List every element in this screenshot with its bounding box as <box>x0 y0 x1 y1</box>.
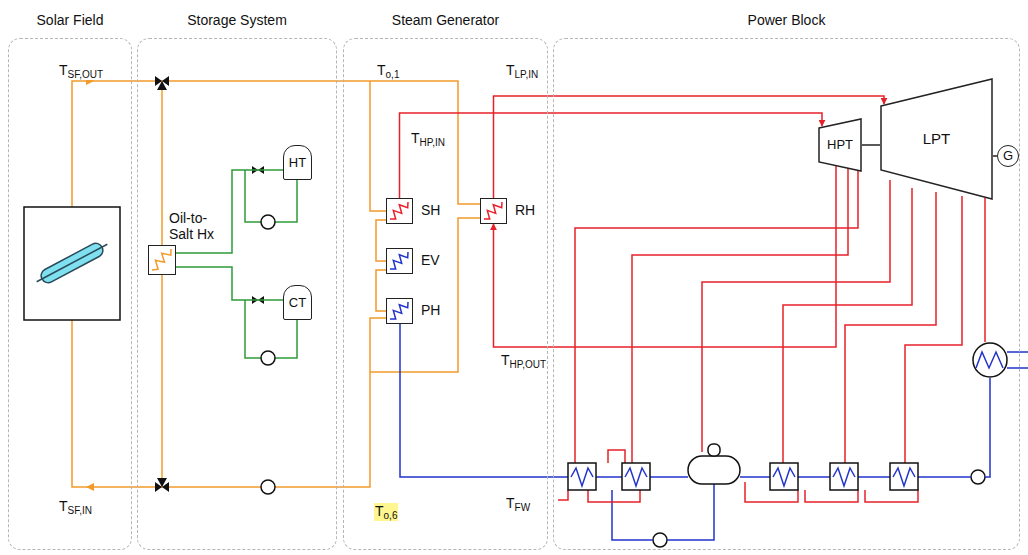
coil-symbol <box>481 199 505 222</box>
subscript: HP,OUT <box>510 359 547 370</box>
storage-tank: HT <box>283 145 312 180</box>
exchanger-label: PH <box>421 302 440 318</box>
pipe-connector <box>494 165 837 347</box>
section-band: Storage SystemOil-to-Salt Hx HT CT <box>137 8 337 550</box>
generator-circle: G <box>997 145 1019 167</box>
section-band: Power BlockHPT LPT G <box>553 8 1020 550</box>
coil-symbol <box>387 199 411 222</box>
subscript: SF,OUT <box>68 69 104 80</box>
subscript: LP,IN <box>515 69 539 80</box>
temperature-label: TFW <box>505 495 531 513</box>
section-heading: Power Block <box>553 8 1020 28</box>
temperature-label: THP,IN <box>410 130 446 148</box>
heat-exchanger: Oil-to-Salt Hx <box>148 245 176 275</box>
pipe-connector <box>862 144 880 146</box>
coil-symbol <box>387 299 411 322</box>
dashed-region <box>343 38 548 550</box>
exchanger-label: EV <box>421 252 440 268</box>
turbine: LPT <box>880 78 993 200</box>
exchanger-label: SH <box>421 202 440 218</box>
exchanger-label: Oil-to-Salt Hx <box>169 210 223 242</box>
temperature-label: THP,OUT <box>500 352 547 370</box>
temperature-label: To,1 <box>376 62 400 80</box>
coil-symbol <box>149 246 174 273</box>
section-heading: Solar Field <box>8 8 132 28</box>
heat-exchanger: EV <box>386 248 413 274</box>
subscript: SF,IN <box>68 505 92 516</box>
turbine-label: LPT <box>923 131 951 147</box>
heat-exchanger: RH <box>480 198 507 224</box>
storage-tank: CT <box>283 285 312 320</box>
subscript: FW <box>515 502 531 513</box>
pipe-connector <box>400 113 823 198</box>
generator-label: G <box>1003 148 1013 164</box>
section-heading: Storage System <box>137 8 337 28</box>
tank-label: CT <box>289 295 306 311</box>
section-band: Solar Field <box>8 8 132 550</box>
tank-label: HT <box>289 155 306 171</box>
coil-symbol <box>387 249 411 272</box>
dashed-region <box>8 38 132 550</box>
turbine: HPT <box>818 118 862 172</box>
turbine-label: HPT <box>827 137 853 153</box>
subscript: HP,IN <box>420 137 445 148</box>
heat-exchanger: PH <box>386 298 413 324</box>
temperature-label: To,6 <box>374 503 398 521</box>
subscript: o,6 <box>384 510 398 521</box>
temperature-label: TSF,OUT <box>58 62 104 80</box>
heat-exchanger: SH <box>386 198 413 224</box>
section-heading: Steam Generator <box>343 8 548 28</box>
exchanger-label: RH <box>515 202 535 218</box>
subscript: o,1 <box>386 69 400 80</box>
temperature-label: TLP,IN <box>505 62 539 80</box>
temperature-label: TSF,IN <box>58 498 93 516</box>
section-band: Steam GeneratorSH EV PH RH <box>343 8 548 550</box>
pipe-connector <box>176 267 283 300</box>
